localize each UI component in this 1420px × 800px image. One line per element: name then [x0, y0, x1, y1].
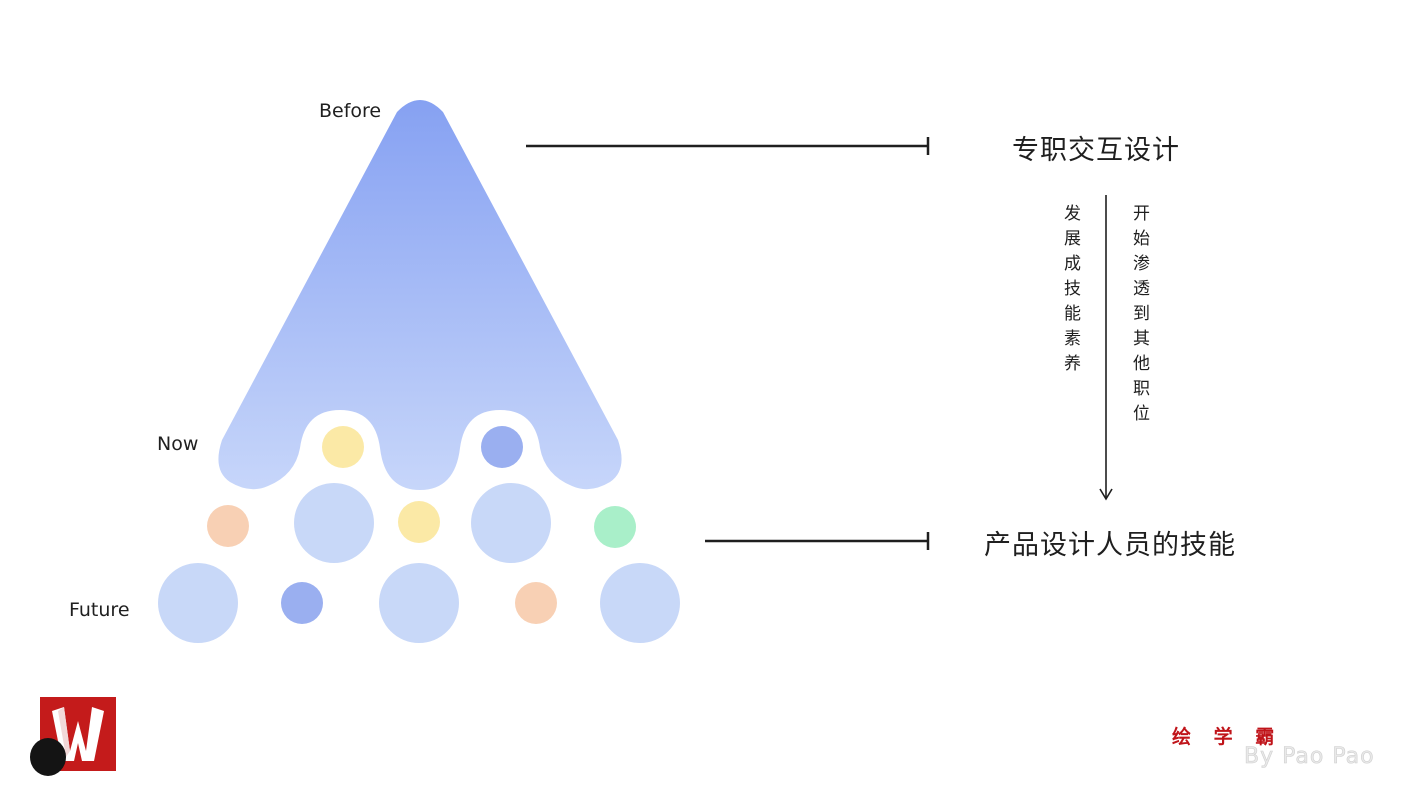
mid-circle-large-1: [294, 483, 374, 563]
now-dot-yellow: [322, 426, 364, 468]
mid-dot-yellow: [398, 501, 440, 543]
now-dot-blue: [481, 426, 523, 468]
side-note-right: 开始渗透到其他职位: [1129, 204, 1149, 429]
arrow-down-icon: [1099, 195, 1113, 501]
byline-text: By Pao Pao: [1244, 744, 1375, 770]
future-dot-peach: [515, 582, 557, 624]
title-bottom: 产品设计人员的技能: [984, 530, 1236, 561]
label-future: Future: [69, 599, 130, 621]
mid-dot-peach: [207, 505, 249, 547]
future-circle-large-1: [158, 563, 238, 643]
cone-shape: [218, 100, 622, 490]
mascot-icon: [30, 738, 66, 776]
connector-top: [526, 137, 930, 155]
connector-bottom: [705, 532, 930, 550]
future-circle-large-3: [600, 563, 680, 643]
title-top: 专职交互设计: [1012, 135, 1180, 166]
future-circle-large-2: [379, 563, 459, 643]
label-before: Before: [319, 100, 382, 122]
mid-circle-large-2: [471, 483, 551, 563]
mid-dot-green: [594, 506, 636, 548]
future-dot-blue: [281, 582, 323, 624]
label-now: Now: [157, 433, 199, 455]
side-note-left: 发展成技能素养: [1060, 204, 1080, 379]
brand-text: 绘 学 霸: [1172, 726, 1283, 748]
